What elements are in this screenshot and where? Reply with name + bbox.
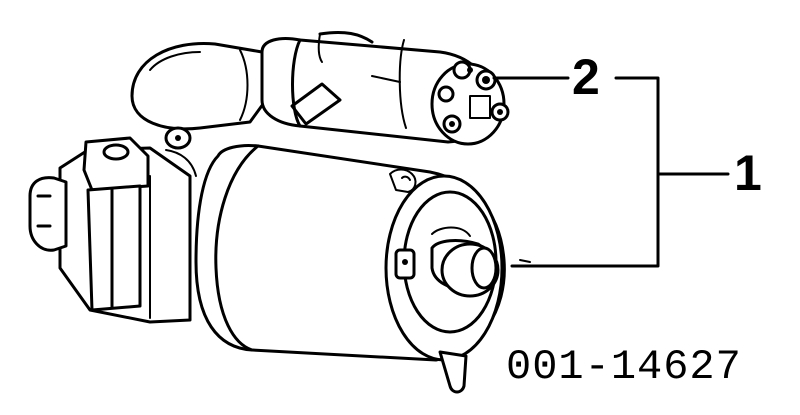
starter-motor-icon [28, 126, 531, 394]
solenoid-icon [130, 30, 510, 146]
leader-lines [492, 76, 730, 268]
callout-solenoid: 2 [572, 49, 600, 105]
leader-line-starter [510, 76, 660, 268]
callout-starter-motor: 1 [734, 145, 762, 201]
figure-id: 001-14627 [506, 343, 742, 391]
